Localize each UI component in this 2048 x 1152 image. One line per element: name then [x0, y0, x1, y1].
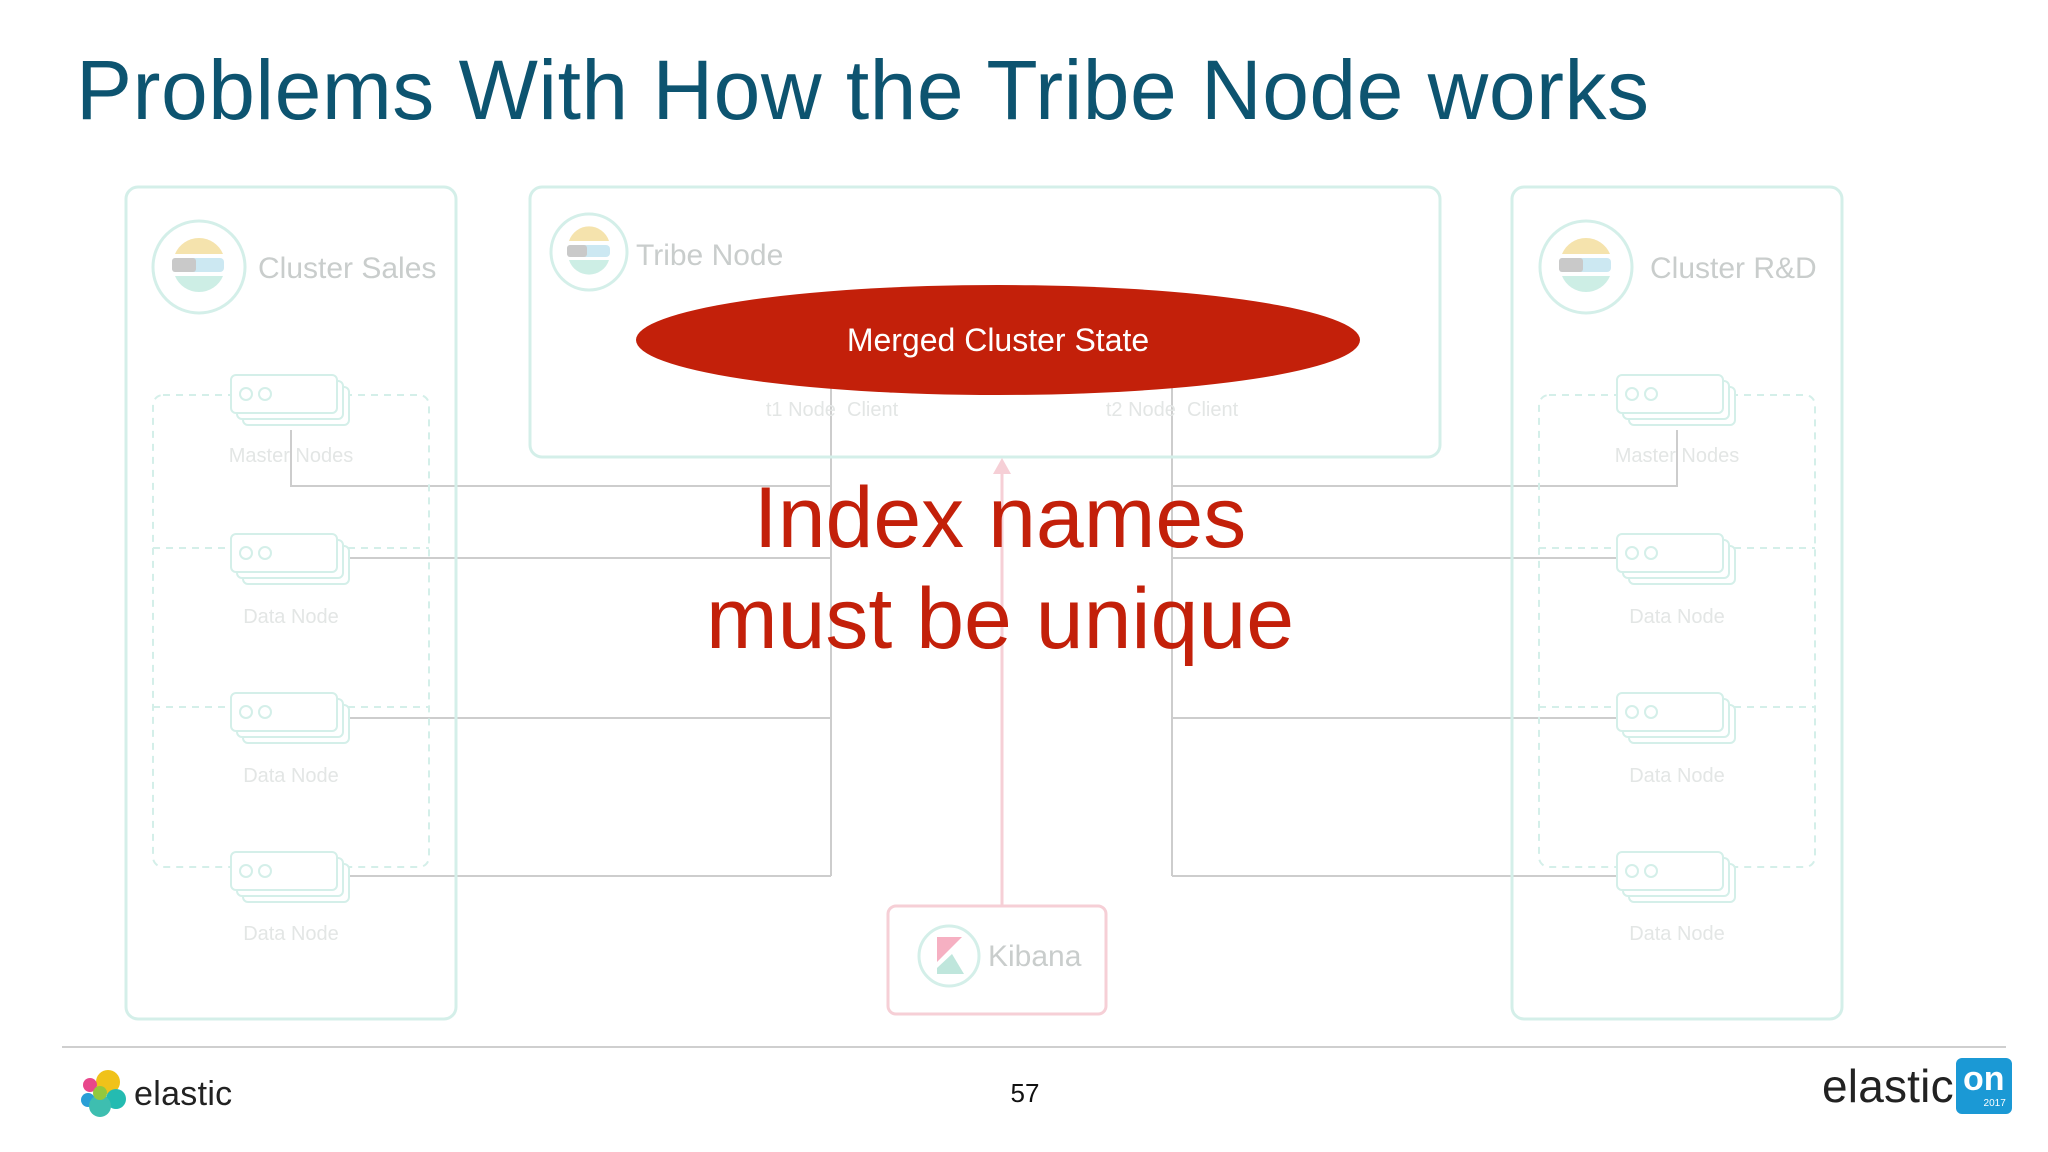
cluster-sales-panel: Cluster Sales Master Nodes Data Node Dat… [124, 185, 458, 1021]
data-node-icon [1616, 851, 1736, 903]
callout-line-2: must be unique [705, 571, 1295, 667]
cluster-sales-node-label-4: Data Node [243, 923, 339, 945]
cluster-rd-node-label-2: Data Node [1629, 606, 1725, 628]
footer-divider [62, 1046, 2006, 1048]
callout-line-1: Index names [753, 470, 1247, 566]
data-node-icon [230, 533, 350, 585]
cluster-sales-node-label-2: Data Node [243, 606, 339, 628]
elasticsearch-icon [1538, 219, 1634, 315]
merged-cluster-state: Merged Cluster State [636, 285, 1360, 395]
tribe-node-label: Tribe Node [636, 239, 783, 272]
tribe-node-panel: Tribe Node t1 Node Client t2 Node Client [528, 185, 1442, 459]
page-number: 57 [1010, 1078, 1040, 1108]
t2-node-client-label: t2 Node Client [1106, 399, 1239, 421]
data-node-icon [1616, 692, 1736, 744]
data-node-icon [230, 851, 350, 903]
cluster-sales-node-label-3: Data Node [243, 765, 339, 787]
elasticon-badge-text: on [1963, 1060, 2005, 1098]
elastic-logo: elastic [80, 1068, 232, 1120]
data-node-icon [1616, 533, 1736, 585]
master-node-icon [1616, 374, 1736, 426]
cluster-rd-node-label-3: Data Node [1629, 765, 1725, 787]
kibana-icon [917, 924, 981, 988]
master-node-icon [230, 374, 350, 426]
cluster-sales-label: Cluster Sales [258, 252, 436, 285]
elasticsearch-icon [549, 212, 629, 292]
connector-lines [290, 376, 1678, 877]
cluster-sales-node-label-1: Master Nodes [229, 445, 354, 467]
kibana-panel: Kibana [886, 458, 1108, 1016]
elasticon-logo: elastic on 2017 [1822, 1058, 2012, 1114]
merged-cluster-state-label: Merged Cluster State [847, 322, 1149, 358]
elasticon-badge: on 2017 [1955, 1058, 2012, 1114]
kibana-label: Kibana [988, 940, 1082, 973]
elastic-logo-icon [81, 1070, 126, 1117]
arrowhead-icon [993, 458, 1011, 474]
callout-text: Index names must be unique [640, 468, 1360, 670]
slide-title: Problems With How the Tribe Node works [76, 43, 1650, 137]
cluster-rd-panel: Cluster R&D Master Nodes Data Node Data … [1510, 185, 1844, 1021]
elasticsearch-icon [151, 219, 247, 315]
data-node-icon [230, 692, 350, 744]
t1-node-client-label: t1 Node Client [766, 399, 899, 421]
cluster-rd-node-label-1: Master Nodes [1615, 445, 1740, 467]
elastic-logo-text: elastic [134, 1074, 233, 1113]
elasticon-logo-text: elastic [1822, 1060, 1954, 1112]
cluster-rd-label: Cluster R&D [1650, 252, 1817, 285]
elasticon-badge-year: 2017 [1983, 1098, 2006, 1109]
cluster-rd-node-label-4: Data Node [1629, 923, 1725, 945]
